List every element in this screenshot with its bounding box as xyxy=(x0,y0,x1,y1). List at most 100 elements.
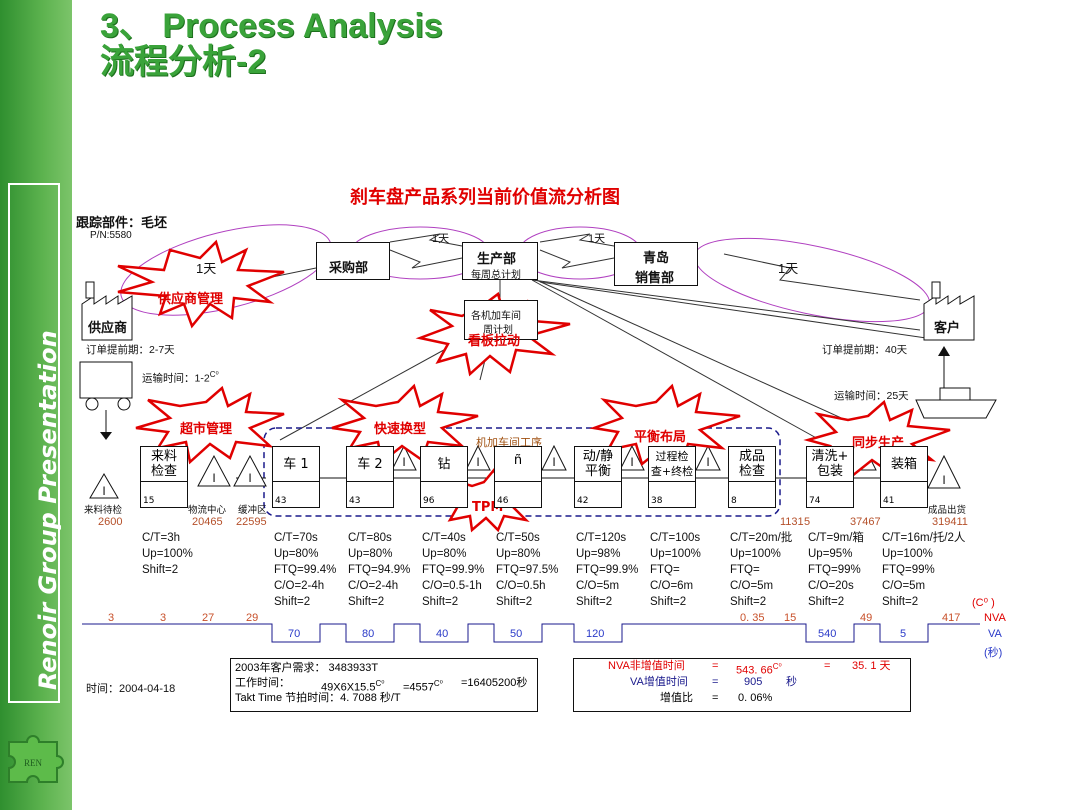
schedule-line1: 各机加车间 xyxy=(471,311,521,322)
title-line1: 3、 Process Analysis xyxy=(100,7,443,45)
burst-supplier-management: 供应商管理 xyxy=(158,292,224,307)
timeline-nva-value: 15 xyxy=(784,612,797,624)
demand-line: 2003年客户需求： 3483933T xyxy=(235,662,379,674)
delay-3: 1天 xyxy=(588,233,606,245)
sidebar: Renoir Group Presentation REN xyxy=(0,0,72,810)
process-name: 来料 检查 xyxy=(150,449,177,479)
process-count: 96 xyxy=(423,496,435,506)
svg-text:I: I xyxy=(942,473,945,487)
timeline-sec-label: (秒) xyxy=(984,647,1003,659)
inventory-label: 来料待检 xyxy=(84,505,123,516)
supplier-box: 供应商 xyxy=(82,312,136,340)
timeline-nva-value: 3 xyxy=(108,612,115,624)
burst-balanced-layout: 平衡布局 xyxy=(634,430,687,445)
inventory-value: 2600 xyxy=(98,516,123,528)
process-box: 车 2 43 xyxy=(346,446,394,508)
svg-text:I: I xyxy=(402,455,405,469)
timeline-nva-value: 3 xyxy=(160,612,167,624)
process-box: ñ 46 xyxy=(494,446,542,508)
timeline-va-value: 540 xyxy=(818,628,837,640)
ratio-row: 增值比 = 0. 06% xyxy=(660,692,773,704)
sidebar-frame xyxy=(8,183,60,703)
customer-transport: 运输时间：25天 xyxy=(834,390,909,402)
demand-box: 2003年客户需求： 3483933T 工作时间： 49X6X15.5C⁰ =4… xyxy=(230,658,538,712)
svg-text:I: I xyxy=(476,455,479,469)
takt-line: Takt Time 节拍时间：4. 7088 秒/T xyxy=(235,692,401,704)
process-count: 43 xyxy=(349,496,361,506)
svg-text:I: I xyxy=(248,471,251,485)
process-name: 成品 检查 xyxy=(738,449,765,479)
schedule-line2: 周计划 xyxy=(483,325,513,336)
diagram-title: 刹车盘产品系列当前价值流分析图 xyxy=(350,187,620,207)
production-dept-box: 生产部 每周总计划 xyxy=(462,242,538,281)
process-box: 过程检 查+终检 38 xyxy=(648,446,696,508)
process-count: 74 xyxy=(809,496,821,506)
timeline-nva-value: 27 xyxy=(202,612,215,624)
process-name: 装箱 xyxy=(890,457,917,472)
delay-1: 1天 xyxy=(196,261,217,276)
qingdao-sales-box: 青岛 销售部 xyxy=(614,242,698,286)
timeline-nva-value: 0. 35 xyxy=(740,612,765,624)
svg-text:REN: REN xyxy=(24,758,43,768)
process-count: 8 xyxy=(731,496,737,506)
customer-box: 客户 xyxy=(926,312,974,340)
svg-text:I: I xyxy=(630,455,633,469)
puzzle-logo-icon: REN xyxy=(8,735,64,783)
inventory-value: 20465 xyxy=(192,516,223,528)
inventory-label: 成品出货 xyxy=(928,505,967,516)
timeline-va-value: 120 xyxy=(586,628,605,640)
timeline-va-value: 50 xyxy=(510,628,523,640)
title-line2: 流程分析-2 xyxy=(100,43,267,81)
timeline-nva-value: 417 xyxy=(942,612,961,624)
timeline-nva-value: 29 xyxy=(246,612,259,624)
process-count: 46 xyxy=(497,496,509,506)
slide-title: 3、 Process Analysis 流程分析-2 xyxy=(100,8,443,80)
supplier-label: 供应商 xyxy=(88,320,128,335)
process-name: 车 1 xyxy=(283,457,309,472)
purchase-dept-box: 采购部 xyxy=(316,242,390,280)
burst-quick-changeover: 快速换型 xyxy=(374,422,427,437)
svg-text:I: I xyxy=(212,471,215,485)
process-count: 38 xyxy=(651,496,663,506)
customer-label: 客户 xyxy=(934,320,961,335)
timeline-va-value: 5 xyxy=(900,628,907,640)
burst-supermarket: 超市管理 xyxy=(180,422,233,437)
process-box: 成品 检查 8 xyxy=(728,446,776,508)
process-box: 装箱 41 xyxy=(880,446,928,508)
date-label: 时间：2004-04-18 xyxy=(86,683,176,695)
inventory-value: 1131 xyxy=(780,516,804,528)
inventory-value: 22595 xyxy=(236,516,267,528)
timeline-nva-label: NVA xyxy=(984,612,1006,624)
burst-kanban-pull: 看板拉动 xyxy=(468,334,521,349)
customer-lead-time: 订单提前期：40天 xyxy=(822,344,908,356)
process-name: 过程检 查+终检 xyxy=(650,450,694,478)
inventory-value: 5 xyxy=(804,516,811,528)
process-box: 动/静 平衡 42 xyxy=(574,446,622,508)
qingdao-line2: 销售部 xyxy=(635,270,675,285)
process-count: 41 xyxy=(883,496,895,506)
va-row: VA增值时间 = 905 秒 xyxy=(630,676,797,688)
delay-4: 1天 xyxy=(778,261,799,276)
process-name: 清洗+ 包装 xyxy=(811,449,849,479)
inventory-value: 319411 xyxy=(932,516,968,528)
qingdao-line1: 青岛 xyxy=(643,250,670,265)
sidebar-background xyxy=(0,0,72,810)
inventory-value: 37467 xyxy=(850,516,881,528)
process-count: 43 xyxy=(275,496,287,506)
process-name: 钻 xyxy=(437,457,451,472)
process-box: 钻 96 xyxy=(420,446,468,508)
svg-text:I: I xyxy=(706,455,709,469)
supplier-transport: 运输时间：1-2C⁰ xyxy=(142,370,219,385)
supplier-lead-time: 订单提前期：2-7天 xyxy=(86,344,175,356)
process-count: 42 xyxy=(577,496,589,506)
tracking-part: 跟踪部件：毛坯 xyxy=(76,215,168,230)
schedule-box: 各机加车间 周计划 xyxy=(464,300,538,340)
timeline-va-value: 70 xyxy=(288,628,301,640)
